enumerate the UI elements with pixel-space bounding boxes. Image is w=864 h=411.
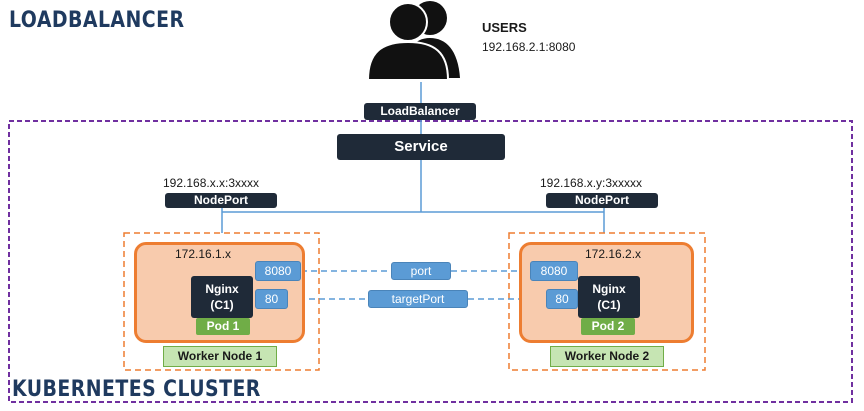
pod-1-port-80: 80 (255, 289, 288, 309)
worker-node-2-label: Worker Node 2 (550, 346, 664, 367)
pod-2-label: Pod 2 (581, 318, 635, 335)
container-1-id: (C1) (210, 298, 234, 312)
container-2: Nginx (C1) (578, 276, 640, 318)
worker-node-2-border (508, 232, 706, 371)
targetport-connector-label: targetPort (368, 290, 468, 308)
service-box: Service (337, 134, 505, 160)
container-2-id: (C1) (597, 298, 621, 312)
port-connector-label: port (391, 262, 451, 280)
container-1: Nginx (C1) (191, 276, 253, 318)
loadbalancer-box: LoadBalancer (364, 103, 476, 120)
nodeport-1-box: NodePort (165, 193, 277, 208)
container-1-name: Nginx (205, 282, 239, 296)
users-label: USERS (482, 20, 527, 35)
nodeport-2-box: NodePort (546, 193, 658, 208)
users-icon (366, 1, 460, 81)
worker-node-1-label: Worker Node 1 (163, 346, 277, 367)
pod-1-ip: 172.16.1.x (175, 247, 232, 261)
worker-node-1-border (123, 232, 320, 371)
users-address: 192.168.2.1:8080 (482, 40, 576, 54)
pod-2-port-80: 80 (546, 289, 578, 309)
pod-1-port-8080: 8080 (255, 261, 301, 281)
pod-1-label: Pod 1 (196, 318, 250, 335)
pod-2-port-8080: 8080 (530, 261, 578, 281)
kubernetes-cluster-title: KUBERNETES CLUSTER (12, 377, 261, 402)
pod-2-ip: 172.16.2.x (585, 247, 642, 261)
cluster-border (8, 120, 853, 403)
nodeport-2-address: 192.168.x.y:3xxxxx (540, 176, 643, 190)
loadbalancer-title: LOADBALANCER (9, 8, 185, 33)
nodeport-1-address: 192.168.x.x:3xxxx (163, 176, 260, 190)
container-2-name: Nginx (592, 282, 626, 296)
